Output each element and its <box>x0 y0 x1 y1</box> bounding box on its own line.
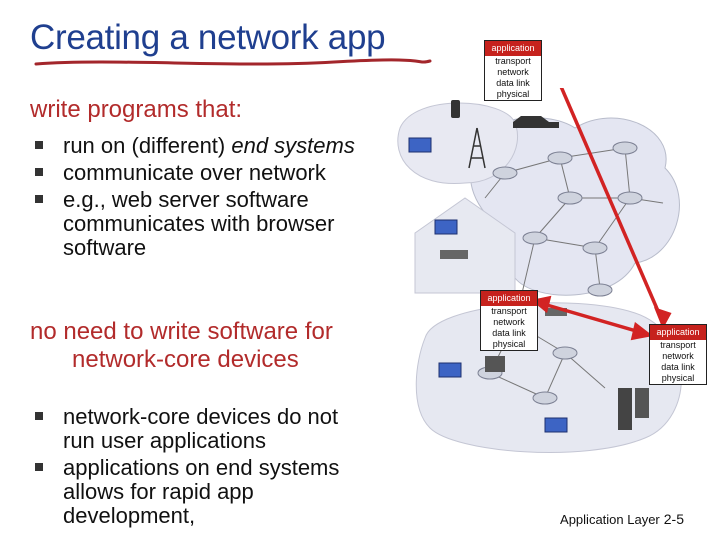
router-icon <box>613 142 637 154</box>
bullet-square-icon <box>35 195 43 203</box>
smartphone-icon <box>451 100 460 118</box>
router-icon <box>588 284 612 296</box>
router-icon <box>548 152 572 164</box>
router-icon <box>523 232 547 244</box>
router-icon <box>618 192 642 204</box>
bullet-square-icon <box>35 463 43 471</box>
router-icon <box>533 392 557 404</box>
stack-layer-transport: transport <box>481 306 537 317</box>
desktop-pc-icon <box>485 356 505 372</box>
bullet-web-server-example: e.g., web server software communicates w… <box>32 188 377 260</box>
bullet-rapid-dev: applications on end systems allows for r… <box>32 456 352 528</box>
stack-layer-application: application <box>650 325 706 340</box>
bullet-core-no-apps: network-core devices do not run user app… <box>32 405 352 453</box>
slide-footer: Application Layer 2-5 <box>560 511 684 527</box>
wifi-router-icon <box>440 250 468 259</box>
protocol-stack-server: application transport network data link … <box>649 324 707 385</box>
router-icon <box>558 192 582 204</box>
laptop-icon <box>409 138 431 152</box>
bullet-square-icon <box>35 412 43 420</box>
core-heading: no need to write software for network-co… <box>30 318 370 374</box>
car-icon <box>513 116 559 128</box>
stack-layer-physical: physical <box>650 373 706 384</box>
stack-layer-network: network <box>485 67 541 78</box>
footer-label: Application Layer <box>560 512 660 527</box>
stack-layer-application: application <box>485 41 541 56</box>
bullet-run-on-end-systems: run on (different) end systems <box>32 134 377 158</box>
top-bullet-list: run on (different) end systems communica… <box>32 134 377 263</box>
bullet-square-icon <box>35 168 43 176</box>
arrowhead-icon <box>657 310 669 325</box>
page-number: 2-5 <box>664 511 684 527</box>
slide-title: Creating a network app <box>30 18 385 58</box>
intro-heading: write programs that: <box>30 96 242 124</box>
stack-layer-data-link: data link <box>485 78 541 89</box>
stack-layer-network: network <box>650 351 706 362</box>
router-icon <box>583 242 607 254</box>
protocol-stack-home: application transport network data link … <box>480 290 538 351</box>
bullet-square-icon <box>35 141 43 149</box>
stack-layer-data-link: data link <box>481 328 537 339</box>
laptop-icon <box>545 418 567 432</box>
laptop-icon <box>439 363 461 377</box>
bullet-communicate: communicate over network <box>32 161 377 185</box>
bottom-bullet-list: network-core devices do not run user app… <box>32 405 352 531</box>
protocol-stack-mobile: application transport network data link … <box>484 40 542 101</box>
stack-layer-network: network <box>481 317 537 328</box>
stack-layer-physical: physical <box>485 89 541 100</box>
server-rack-icon <box>618 388 632 430</box>
title-underline <box>34 56 434 70</box>
stack-layer-data-link: data link <box>650 362 706 373</box>
laptop-icon <box>435 220 457 234</box>
stack-layer-application: application <box>481 291 537 306</box>
server-rack-icon <box>635 388 649 418</box>
stack-layer-transport: transport <box>650 340 706 351</box>
router-icon <box>553 347 577 359</box>
stack-layer-physical: physical <box>481 339 537 350</box>
router-icon <box>493 167 517 179</box>
stack-layer-transport: transport <box>485 56 541 67</box>
network-diagram <box>395 88 710 478</box>
